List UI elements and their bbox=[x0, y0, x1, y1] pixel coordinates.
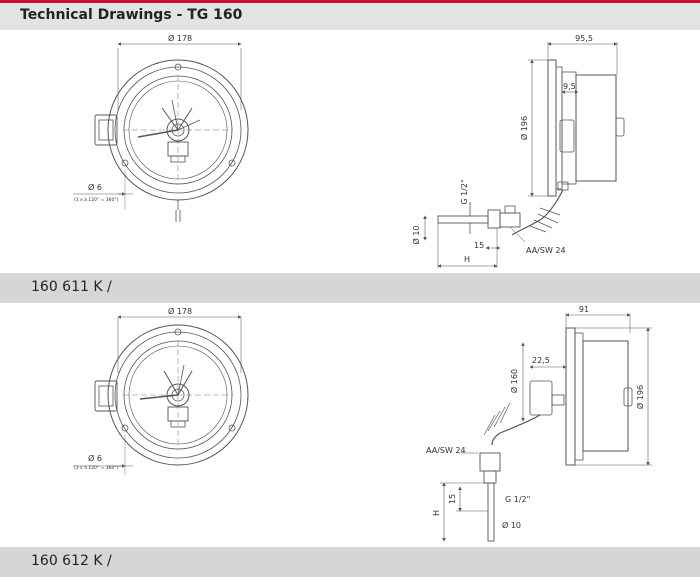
section-band-160612: 160 612 K / bbox=[0, 547, 700, 577]
front-hole-label: Ø 6 bbox=[88, 453, 102, 463]
front-hole-note: (3 x à 120° = 360°) bbox=[74, 196, 119, 203]
section-band-160611: 160 611 K / bbox=[0, 273, 700, 303]
front-view bbox=[73, 315, 249, 475]
side-stem-offset-label: 15 bbox=[448, 494, 457, 504]
drawing-160611: Ø 178 Ø 6 (3 x à 120° = 360°) 95,5 9,5 Ø… bbox=[73, 33, 625, 268]
side-wrench-label: AA/SW 24 bbox=[426, 446, 466, 455]
side-view bbox=[440, 313, 652, 542]
front-view bbox=[73, 42, 249, 222]
section-code-label: 160 612 K / bbox=[31, 553, 112, 569]
side-depth-label: 91 bbox=[579, 305, 589, 314]
side-stem-offset-label: 15 bbox=[474, 241, 484, 250]
side-thread-label: G 1/2" bbox=[460, 179, 469, 204]
side-diameter-label: Ø 196 bbox=[635, 385, 645, 409]
side-view bbox=[423, 42, 625, 268]
front-hole-label: Ø 6 bbox=[88, 182, 102, 192]
side-height-label: H bbox=[432, 510, 441, 516]
page-title: Technical Drawings - TG 160 bbox=[20, 7, 243, 23]
front-hole-note: (3 x à 120° = 360°) bbox=[74, 464, 119, 471]
side-thread-label: G 1/2" bbox=[505, 495, 530, 504]
side-stem-diameter-label: Ø 10 bbox=[502, 520, 521, 530]
accent-line bbox=[0, 0, 700, 3]
front-diameter-label: Ø 178 bbox=[168, 306, 192, 316]
drawing-160612: Ø 178 Ø 6 (3 x à 120° = 360°) 91 22,5 Ø … bbox=[73, 305, 652, 542]
page-header: Technical Drawings - TG 160 bbox=[0, 3, 700, 30]
side-height-label: H bbox=[464, 255, 470, 264]
side-offset-label: 9,5 bbox=[563, 82, 576, 91]
side-wrench-label: AA/SW 24 bbox=[526, 246, 566, 255]
side-depth-label: 95,5 bbox=[575, 34, 593, 43]
side-offset-label: 22,5 bbox=[532, 356, 550, 365]
side-stem-diameter-label: Ø 10 bbox=[411, 225, 421, 244]
side-inner-diameter-label: Ø 160 bbox=[509, 369, 519, 393]
side-diameter-label: Ø 196 bbox=[519, 116, 529, 140]
section-code-label: 160 611 K / bbox=[31, 279, 112, 295]
front-diameter-label: Ø 178 bbox=[168, 33, 192, 43]
